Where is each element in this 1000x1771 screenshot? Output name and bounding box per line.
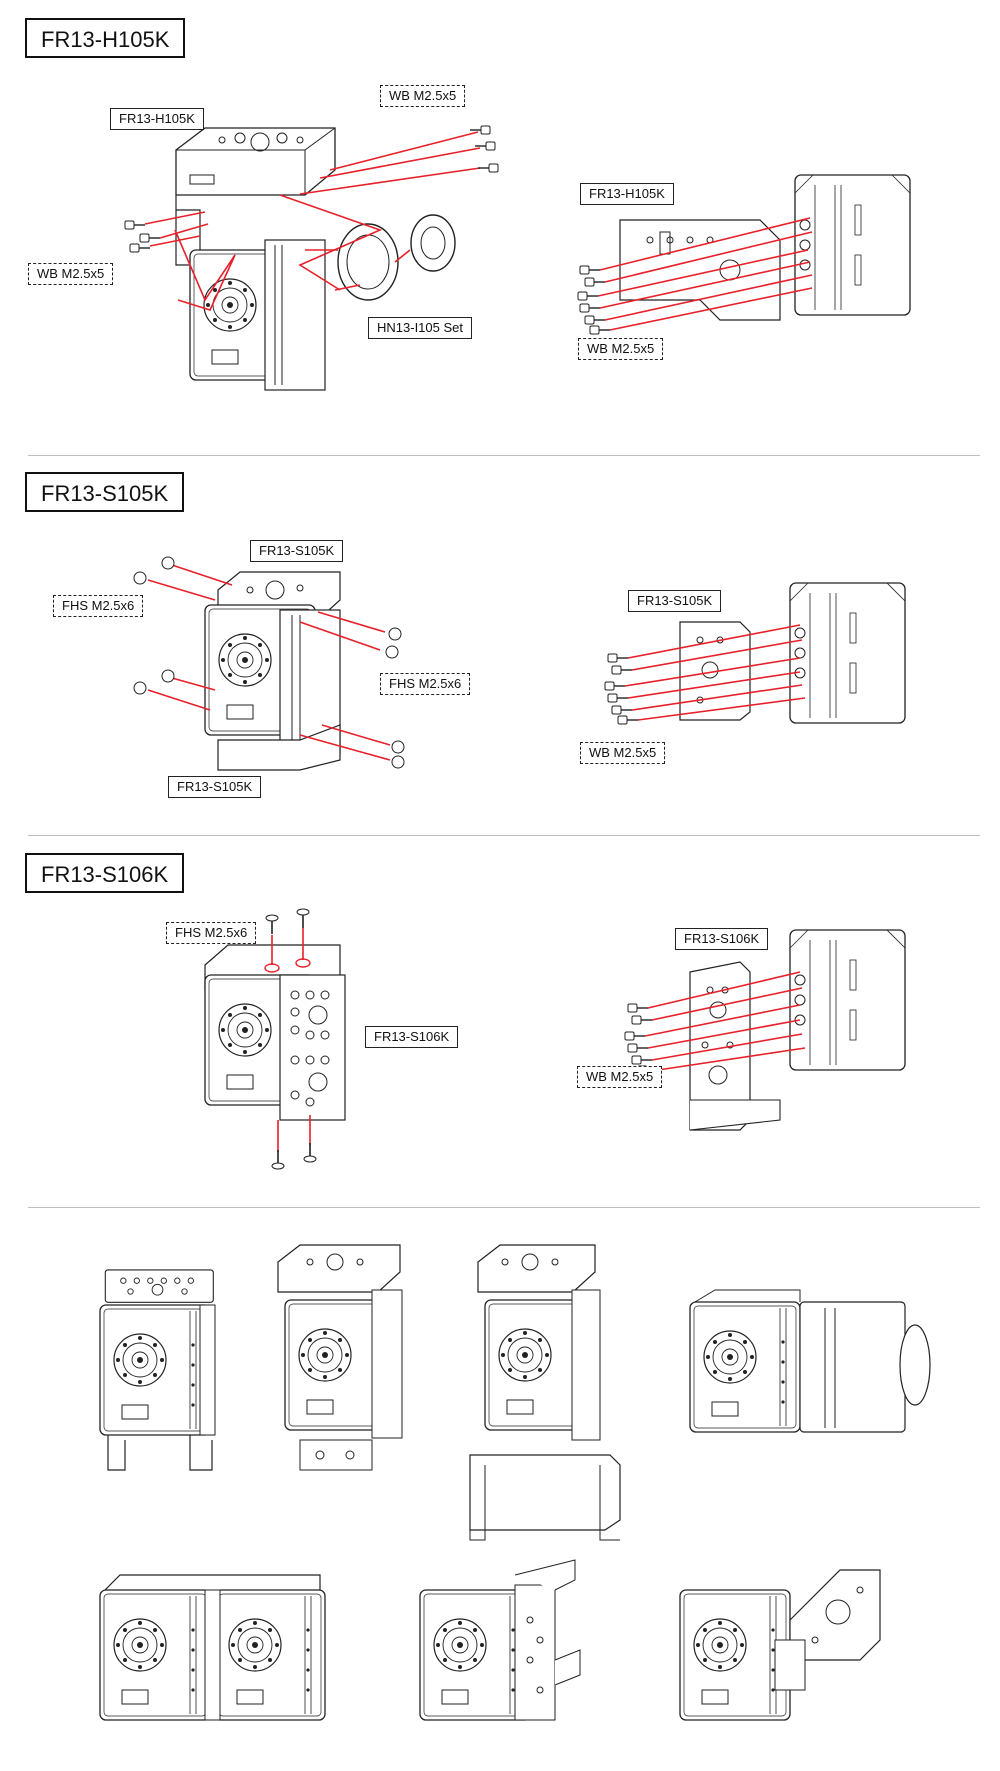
assembled-gallery <box>99 1244 931 1721</box>
s105k-top-part-label: FR13-S105K <box>250 540 344 562</box>
gallery-item-4 <box>689 1289 931 1433</box>
s105k-right-assembly <box>604 582 906 725</box>
s106k-right-assembly <box>624 929 906 1131</box>
s105k-right-part-label: FR13-S105K <box>628 590 722 612</box>
hn13-ring-drawing <box>337 214 456 301</box>
s105k-red-guides <box>147 564 391 761</box>
h105k-right-part-label: FR13-H105K <box>580 183 674 205</box>
divider-1 <box>28 455 980 456</box>
s105k-right-red-guides <box>624 624 806 721</box>
h105k-top-screw-label: WB M2.5x5 <box>380 85 466 107</box>
s106k-left-assembly <box>204 908 346 1170</box>
s105k-bottom-part-label: FR13-S105K <box>168 776 262 798</box>
h105k-frame-drawing <box>175 127 336 266</box>
section-title-s105k: FR13-S105K <box>25 472 185 512</box>
h105k-right-screw-label: WB M2.5x5 <box>578 338 664 360</box>
s105k-right-screw-label: FHS M2.5x6 <box>380 673 471 695</box>
s106k-right-red-guides <box>644 971 806 1071</box>
gallery-item-3 <box>469 1244 621 1541</box>
h105k-right-assembly <box>577 174 911 335</box>
s106k-right-screw-label: WB M2.5x5 <box>577 1066 663 1088</box>
s106k-red-guides <box>271 928 311 1152</box>
gallery-item-5 <box>99 1574 326 1721</box>
section-title-s106k: FR13-S106K <box>25 853 185 893</box>
gallery-item-2 <box>277 1244 403 1471</box>
s105k-right-bottom-screw-label: WB M2.5x5 <box>580 742 666 764</box>
s105k-left-assembly <box>133 556 405 771</box>
section-title-h105k: FR13-H105K <box>25 18 186 58</box>
h105k-right-red-guides <box>597 217 813 331</box>
gallery-item-7 <box>679 1569 881 1721</box>
gallery-item-1 <box>99 1269 216 1471</box>
h105k-left-assembly <box>124 125 499 391</box>
s106k-screw-label: FHS M2.5x6 <box>166 922 257 944</box>
h105k-servo-body <box>264 239 326 391</box>
hn13-set-label: HN13-I105 Set <box>368 317 472 339</box>
divider-2 <box>28 835 980 836</box>
s106k-right-part-label: FR13-S106K <box>675 928 769 950</box>
s106k-part-label: FR13-S106K <box>365 1026 459 1048</box>
s105k-left-screw-label: FHS M2.5x6 <box>53 595 144 617</box>
h105k-left-screw-label: WB M2.5x5 <box>28 263 114 285</box>
gallery-item-6 <box>419 1559 581 1721</box>
divider-3 <box>28 1207 980 1208</box>
h105k-left-part-label: FR13-H105K <box>110 108 204 130</box>
h105k-red-guides <box>144 131 481 311</box>
